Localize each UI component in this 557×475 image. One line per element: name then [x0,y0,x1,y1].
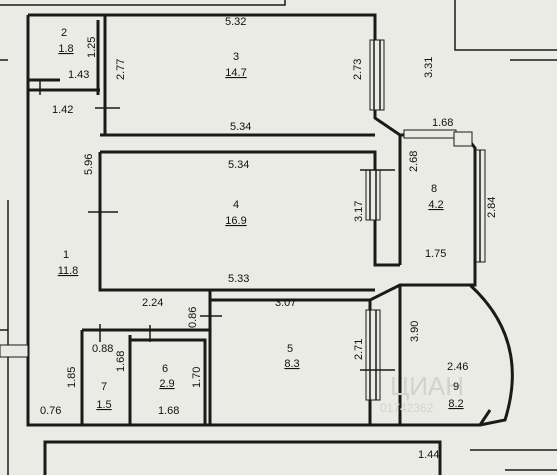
dim-room7-right: 1.68 [115,351,127,372]
watermark-brand: ЦИАН [390,371,464,401]
dim-hall-width: 2.24 [142,297,163,309]
room3-area: 14.7 [225,67,246,79]
dim-room2-right: 1.25 [86,37,98,58]
dim-room3-right: 2.73 [352,59,364,80]
dim-room6-bottom: 1.68 [158,405,179,417]
room2-number: 2 [61,27,67,39]
dim-room5-left: 2.71 [353,339,365,360]
door-marks [39,80,395,371]
dim-outer-right-top: 3.31 [423,57,435,78]
room4-area: 16.9 [225,215,246,227]
room6-area: 2.9 [159,378,174,390]
dim-room3-left: 2.77 [115,59,127,80]
room4-number: 4 [233,199,239,211]
watermark-code: 01742362 [380,401,434,415]
room9-area: 8.2 [448,398,463,410]
dimension-labels: 5.32 2.77 2.73 5.34 3.31 1.25 1.43 1.42 … [40,16,498,461]
room8-area: 4.2 [428,199,443,211]
dim-room1-height: 5.96 [83,154,95,175]
dim-room9-bottom: 1.44 [418,449,439,461]
room3-number: 3 [233,51,239,63]
dim-room4-top: 5.34 [228,159,249,171]
room8-number: 8 [431,183,437,195]
room6-number: 6 [162,363,168,375]
dim-hall-depth: 0.86 [187,307,199,328]
room5-area: 8.3 [284,358,299,370]
dim-room4-right: 3.17 [353,201,365,222]
windows [0,39,486,401]
apartment-walls [26,13,514,427]
dim-corridor-top: 1.42 [52,104,73,116]
room7-area: 1.5 [96,399,111,411]
dim-room8-bottom: 1.75 [425,248,446,260]
dim-room7-left: 1.85 [66,367,78,388]
room1-number: 1 [63,249,69,261]
dim-room3-top: 5.32 [225,16,246,28]
dim-room9-left: 3.90 [409,321,421,342]
watermark: ЦИАН 01742362 [380,371,464,415]
dim-room6-right: 1.70 [191,367,203,388]
dim-room7-top: 0.88 [92,343,113,355]
room5-number: 5 [287,343,293,355]
dim-room4-bottom: 5.33 [228,273,249,285]
dim-room9-width: 2.46 [447,361,468,373]
dim-room8-left: 2.68 [408,151,420,172]
dim-room8-right: 2.84 [486,197,498,218]
dim-room8-top: 1.68 [432,117,453,129]
room7-number: 7 [101,381,107,393]
room-labels: 2 1.8 3 14.7 4 16.9 1 11.8 8 4.2 5 8.3 6… [58,27,464,411]
room9-number: 9 [453,381,459,393]
dim-room2-bottom: 1.43 [68,69,89,81]
room1-area: 11.8 [58,265,79,277]
dim-room3-bottom: 5.34 [230,121,251,133]
room2-area: 1.8 [58,43,73,55]
dim-room5-top: 3.07 [275,297,296,309]
dim-room7-bottom: 0.76 [40,405,61,417]
